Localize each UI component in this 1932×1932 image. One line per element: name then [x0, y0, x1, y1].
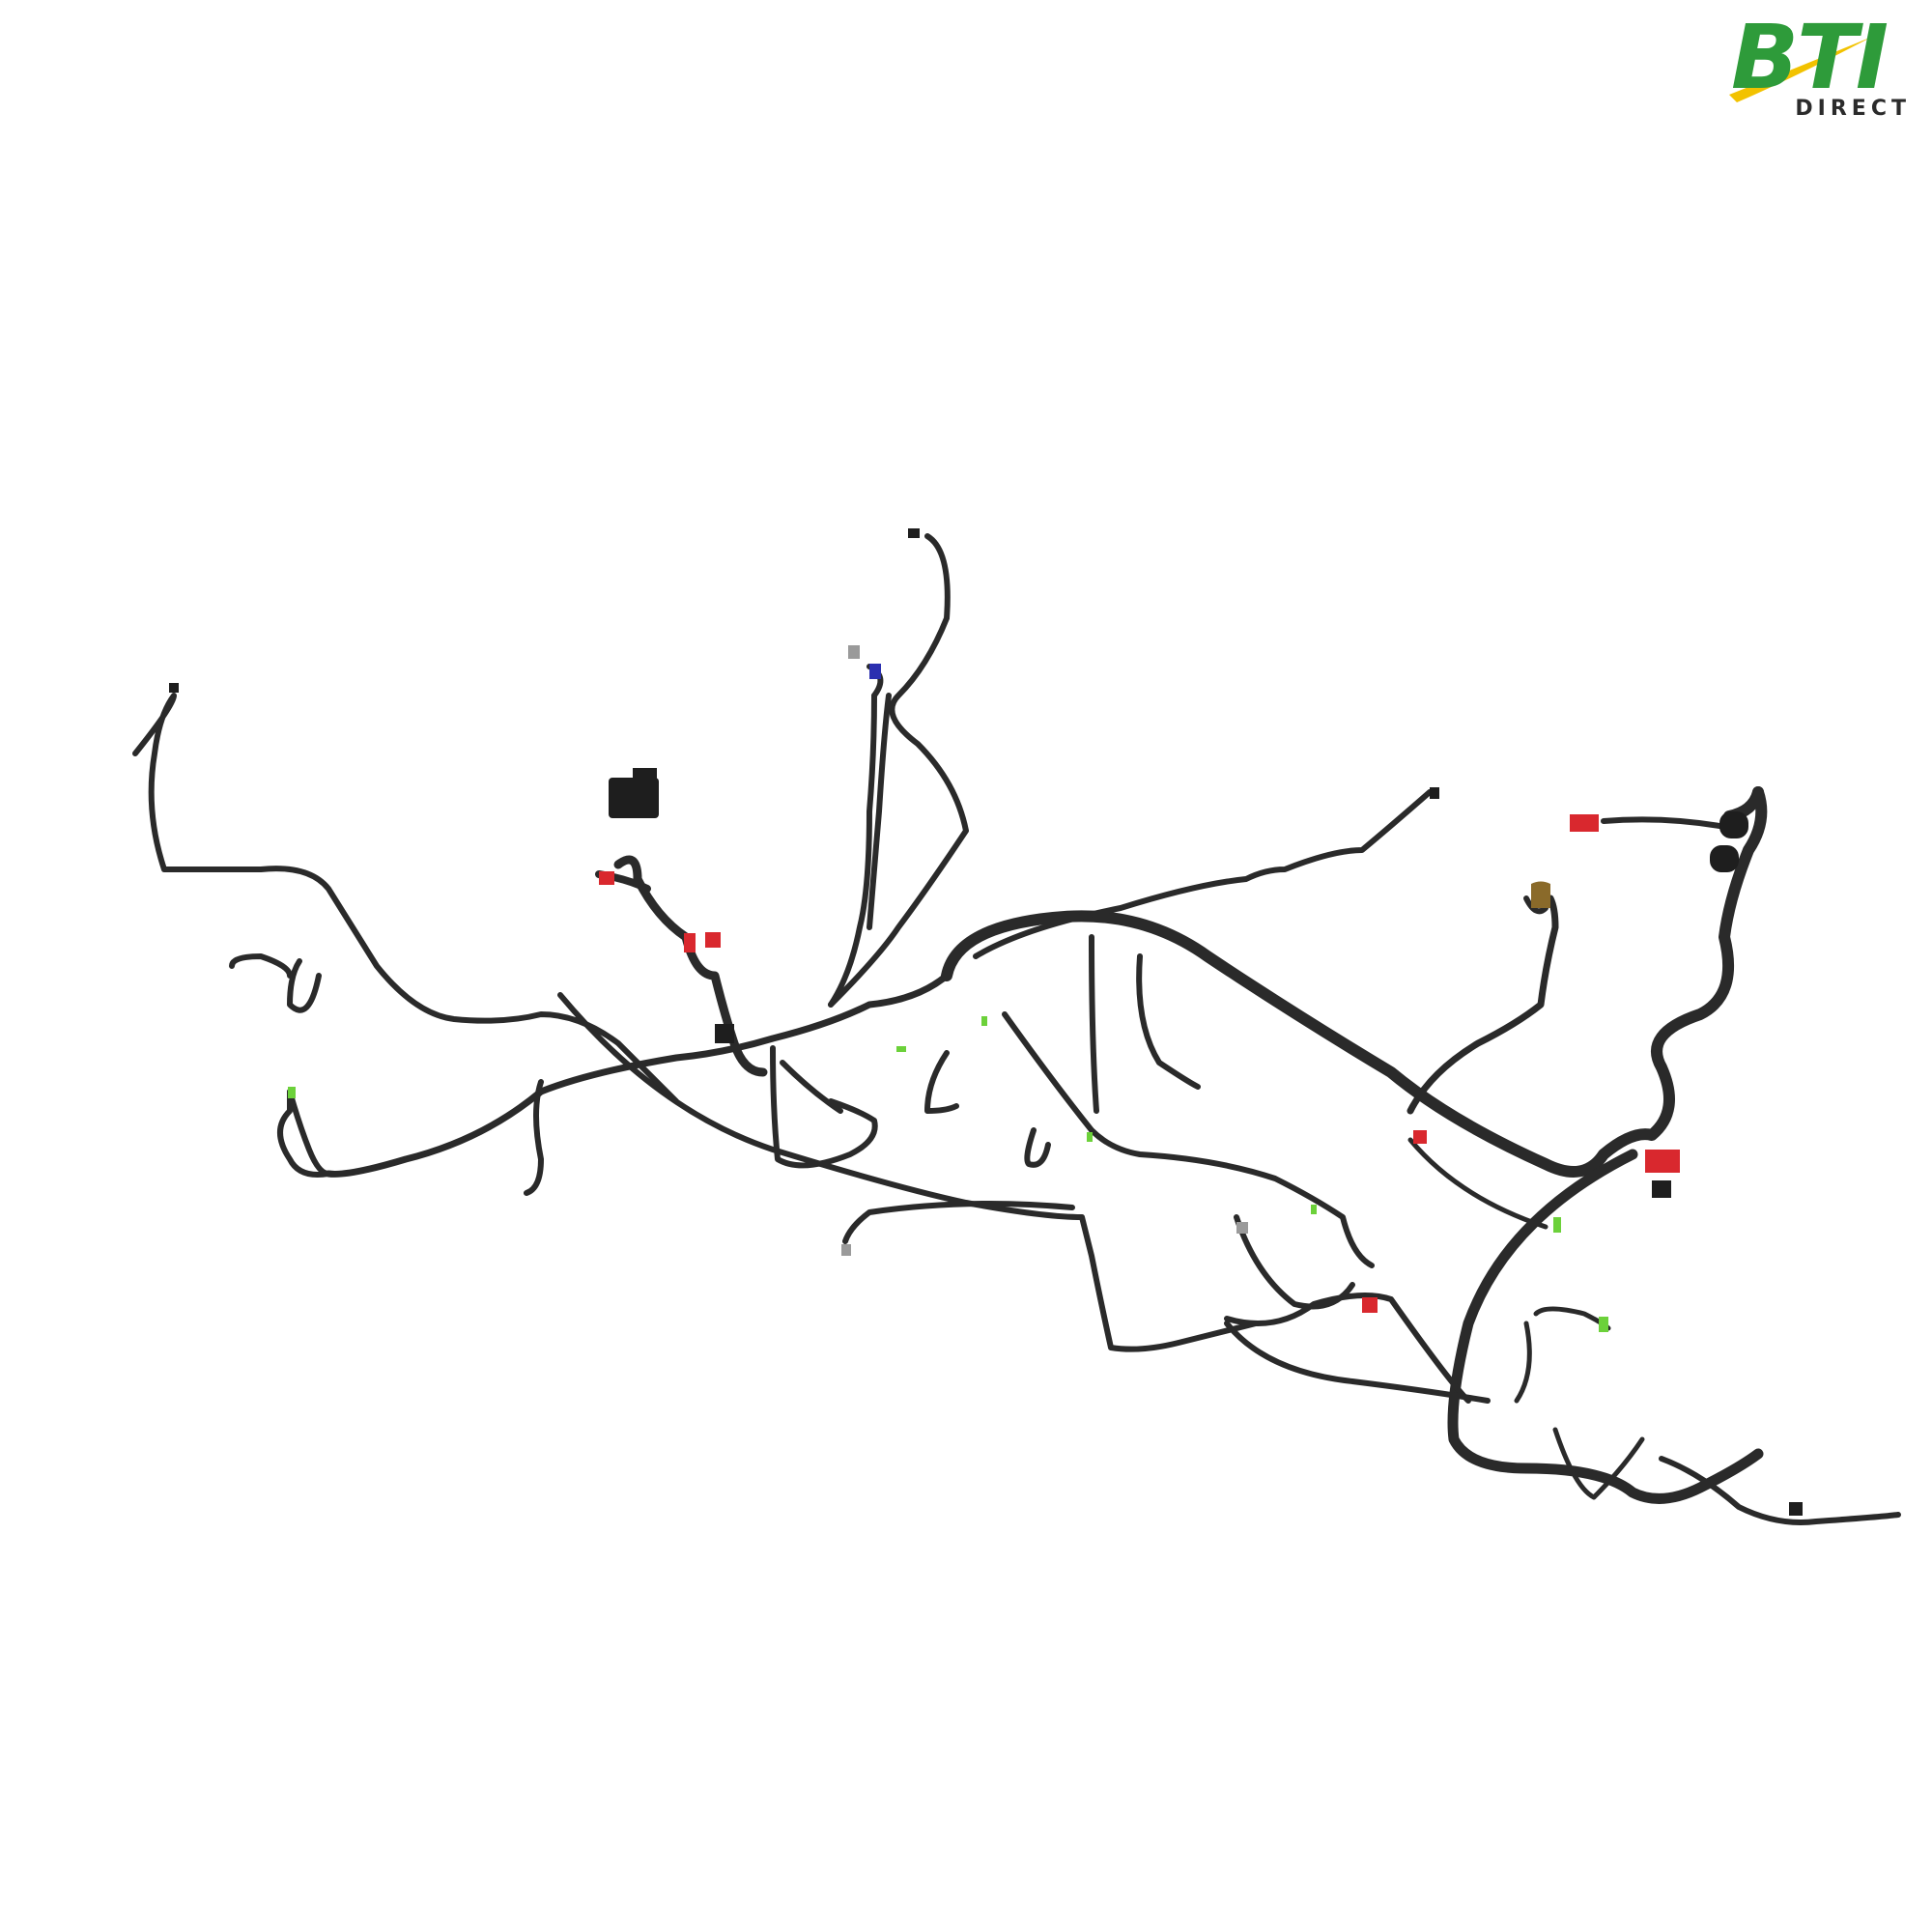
green-connector — [1553, 1217, 1561, 1233]
red-connector — [684, 933, 696, 952]
far-left-tail-wire — [287, 1089, 331, 1177]
black-relay-top — [633, 768, 657, 782]
harness-wires — [132, 533, 1901, 1525]
tan-connector-wire — [1523, 895, 1548, 915]
black-connector — [1430, 787, 1439, 799]
blue-connector — [869, 664, 881, 679]
red-connector — [1645, 1150, 1680, 1173]
logo-sub-text: DIRECT — [1795, 97, 1911, 121]
grey-connector — [1236, 1222, 1248, 1234]
right-upper-wire — [973, 789, 1433, 959]
u-loop-wire — [1024, 1127, 1051, 1168]
lower-loop-wire — [1224, 1321, 1491, 1404]
red-connector — [1570, 814, 1599, 832]
small-loop-wire — [1533, 1306, 1611, 1331]
left-drop-wire — [524, 1079, 544, 1196]
main-trunk-wire — [941, 786, 1768, 1178]
left-trunk-wire — [325, 972, 951, 1178]
red-connector — [599, 871, 614, 885]
black-relay-box — [609, 778, 659, 818]
green-tape — [896, 1046, 906, 1052]
right-cluster-wire — [1552, 1427, 1645, 1500]
center-long-loop-wire — [828, 533, 969, 1008]
black-connector — [1652, 1180, 1671, 1198]
green-tape — [1087, 1132, 1093, 1142]
upper-right-breakout-wire — [1406, 895, 1559, 1115]
upper-center-vertical-wire — [867, 693, 892, 930]
upper-left-long-wire — [132, 693, 679, 1104]
bottom-right-tail-wire — [1659, 1456, 1901, 1525]
green-connector — [288, 1087, 296, 1098]
right-lower-arc-wire — [1447, 1149, 1764, 1504]
red-lower-wire — [1407, 1137, 1548, 1230]
center-y-wire — [780, 1060, 843, 1114]
small-loop-wire-2 — [1514, 1321, 1532, 1404]
center-right-lower-wire — [1224, 1293, 1471, 1404]
red-connector — [705, 932, 721, 948]
green-tape — [1311, 1205, 1317, 1214]
mid-loop-wire — [924, 1050, 959, 1114]
upper-left-breakout-wire — [613, 855, 768, 1077]
top-right-wire — [1601, 816, 1722, 829]
grey-connector — [841, 1244, 851, 1256]
black-plug — [1710, 845, 1739, 872]
vertical-drop-wire-2 — [1136, 953, 1201, 1090]
black-connector — [169, 683, 179, 693]
black-connector — [715, 1024, 734, 1043]
bottom-left-lower-wire — [1234, 1214, 1355, 1310]
lower-left-tail-wire — [277, 1089, 331, 1178]
logo-brand-text: BTI — [1731, 6, 1889, 109]
black-plug — [1719, 811, 1748, 838]
black-connector — [1789, 1502, 1803, 1516]
left-frame-wire — [770, 1045, 878, 1169]
red-connector — [1413, 1130, 1427, 1144]
tan-connector — [1531, 881, 1550, 908]
center-lower-long-wire — [557, 992, 1259, 1352]
lower-grey-connector-wire — [842, 1201, 1075, 1244]
green-tape — [981, 1016, 987, 1026]
logo-swoosh-icon — [1729, 37, 1872, 102]
red-connector — [1362, 1297, 1378, 1313]
center-upper-wire — [828, 693, 877, 1008]
middle-loop-wire — [1002, 1011, 1375, 1268]
bti-direct-logo: BTI DIRECT — [1727, 14, 1920, 121]
black-connector — [908, 528, 920, 538]
far-upper-left-loop-wire — [229, 953, 293, 979]
left-loop-wire — [287, 958, 322, 1013]
connectors — [169, 528, 1803, 1516]
vertical-drop-wire — [1089, 934, 1099, 1114]
green-connector — [1599, 1317, 1608, 1332]
grey-connector — [848, 645, 860, 659]
